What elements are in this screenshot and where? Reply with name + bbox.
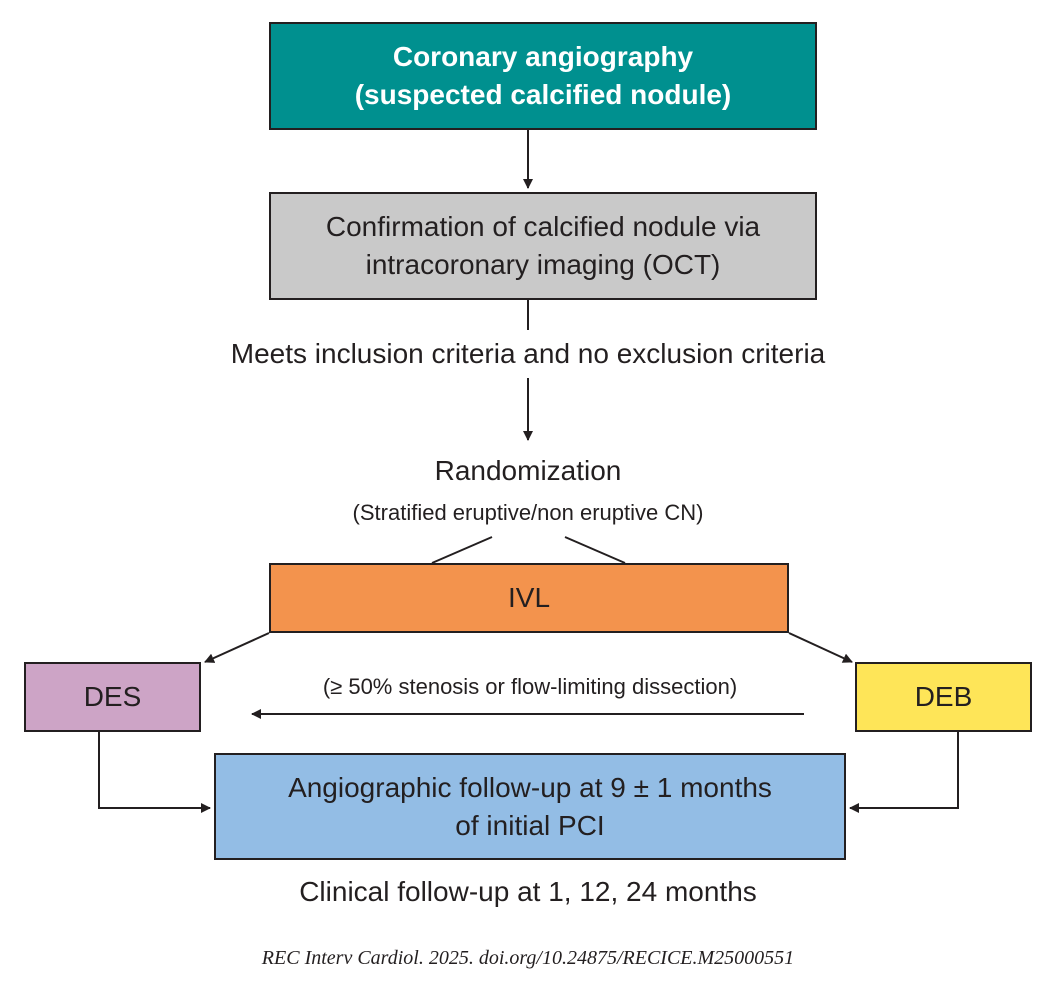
line-randomization-left [431,536,493,564]
stratified-label: (Stratified eruptive/non eruptive CN) [352,500,704,525]
deb-box: DEB [855,662,1032,732]
ivl-label: IVL [507,582,551,613]
confirmation-line2: intracoronary imaging (OCT) [365,249,721,280]
followup-line2: of initial PCI [455,809,605,841]
arrow-deb-to-followup [849,732,959,813]
arrow-ivl-to-des [204,632,270,663]
deb-label: DEB [914,681,973,712]
crossover-label: (≥ 50% stenosis or flow-limiting dissect… [322,674,738,699]
line-randomization-right [564,536,626,564]
arrow-des-to-followup [98,732,211,813]
coronary-angiography-line1: Coronary angiography [392,41,694,72]
criteria-label: Meets inclusion criteria and no exclusio… [230,338,826,369]
angiographic-followup-box: Angiographic follow-up at 9 ± 1 months o… [214,753,846,860]
citation: REC Interv Cardiol. 2025. doi.org/10.248… [261,947,795,969]
ivl-box: IVL [269,563,789,633]
confirmation-box: Confirmation of calcified nodule via int… [269,192,817,300]
coronary-angiography-line2: (suspected calcified nodule) [354,79,732,110]
arrow-ivl-to-deb [788,632,853,663]
randomization-label: Randomization [434,455,622,486]
coronary-angiography-box: Coronary angiography (suspected calcifie… [269,22,817,130]
clinical-followup-label: Clinical follow-up at 1, 12, 24 months [299,876,757,907]
followup-line1: Angiographic follow-up at 9 ± 1 months [288,771,772,803]
des-label: DES [83,681,142,712]
des-box: DES [24,662,201,732]
confirmation-line1: Confirmation of calcified nodule via [325,211,761,242]
